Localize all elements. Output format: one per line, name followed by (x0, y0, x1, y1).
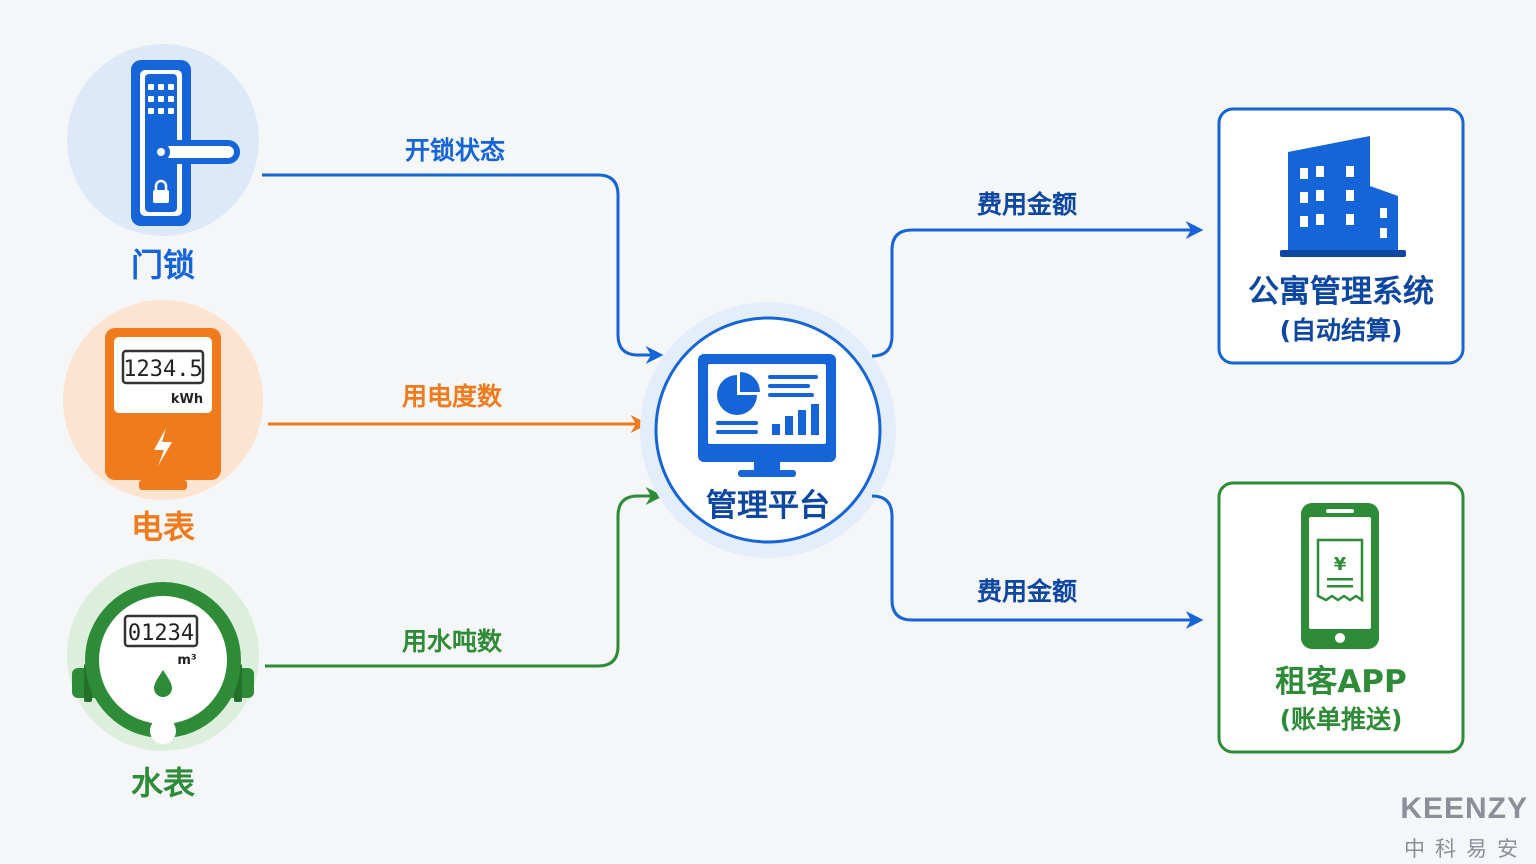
door-lock-icon (131, 60, 240, 226)
water-meter-label: 水表 (131, 764, 195, 802)
water-meter-node: 01234 m³ 水表 (67, 559, 259, 802)
tenant-app-subtitle: (账单推送) (1280, 705, 1403, 734)
electric-meter-icon (105, 328, 221, 490)
building-icon (1280, 136, 1406, 257)
door-lock-node: 门锁 (67, 44, 259, 284)
phone-bill-icon: ¥ (1301, 503, 1379, 649)
yen-symbol: ¥ (1334, 554, 1347, 575)
electric-meter-label: 电表 (131, 508, 195, 546)
tenant-app-node: ¥ 租客APP (账单推送) (1217, 481, 1465, 754)
edge-label-water-usage: 用水吨数 (402, 627, 503, 656)
platform-node: 管理平台 (640, 302, 896, 558)
small-drop-icon (154, 670, 172, 697)
edge-label-electric-usage: 用电度数 (402, 382, 503, 411)
edge-platform-to-tenant (871, 494, 1204, 629)
water-meter-unit: m³ (177, 653, 196, 668)
edge-water-to-platform (265, 487, 664, 668)
water-drop-icon (150, 708, 176, 744)
brand-chinese-name: 中科易安 (1404, 837, 1528, 861)
apartment-system-subtitle: (自动结算) (1280, 316, 1403, 345)
edge-platform-to-apartment (871, 221, 1204, 358)
electric-meter-reading: 1234.5 (123, 357, 202, 382)
lightning-icon (154, 428, 172, 466)
dashboard-monitor-icon (698, 354, 836, 477)
brand-logo: KEENZY 中科易安 (1400, 792, 1528, 861)
apartment-system-title: 公寓管理系统 (1248, 274, 1434, 310)
brand-name: KEENZY (1400, 792, 1528, 825)
edge-lock-to-platform (262, 173, 664, 364)
water-meter-icon (72, 582, 254, 744)
tenant-app-title: 租客APP (1275, 664, 1406, 700)
edge-label-fee-tenant: 费用金额 (977, 577, 1077, 606)
electric-meter-node: 1234.5 kWh 电表 (63, 300, 263, 546)
apartment-system-node: 公寓管理系统 (自动结算) (1217, 107, 1465, 365)
platform-label: 管理平台 (706, 488, 830, 524)
edge-label-lock-status: 开锁状态 (405, 136, 505, 165)
edge-label-fee-apartment: 费用金额 (977, 190, 1077, 219)
door-lock-label: 门锁 (131, 246, 195, 284)
electric-meter-unit: kWh (171, 392, 203, 407)
water-meter-reading: 01234 (128, 621, 194, 646)
